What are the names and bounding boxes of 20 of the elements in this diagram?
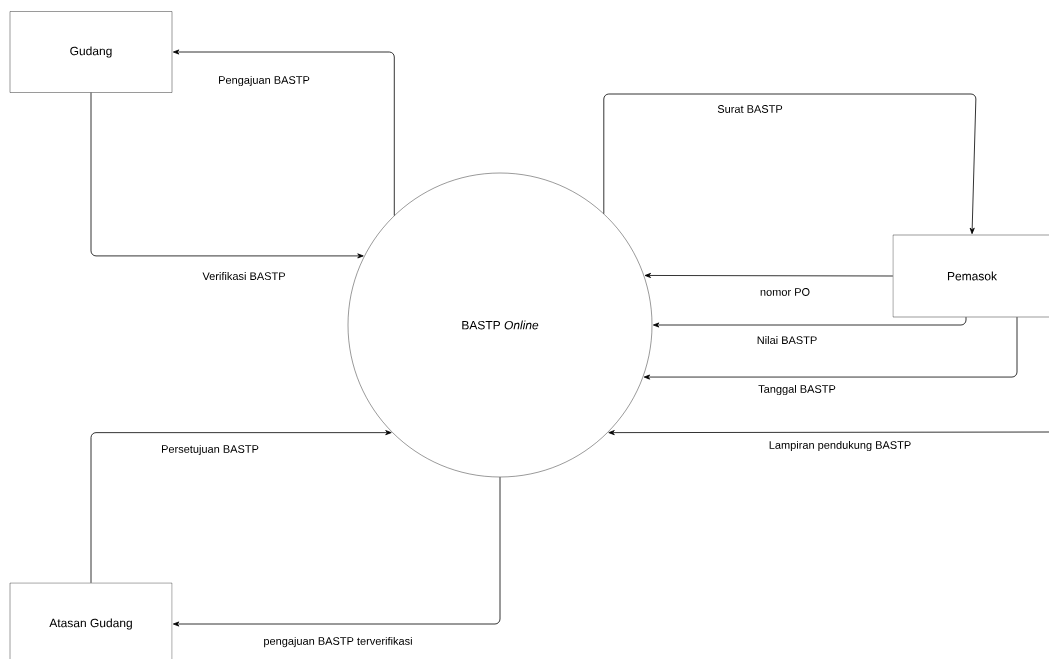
arrow <box>172 476 501 627</box>
edge-label: Lampiran pendukung BASTP <box>767 439 913 453</box>
edge-label: Nilai BASTP <box>755 334 819 346</box>
arrow <box>608 430 1049 436</box>
entity-box: Gudang <box>9 11 173 93</box>
edge-label: nomor PO <box>758 287 812 297</box>
arrow <box>90 430 392 584</box>
edge-label: Tanggal BASTP <box>757 383 837 397</box>
arrow <box>172 49 395 216</box>
edge-label: Persetujuan BASTP <box>160 443 260 457</box>
edge-label: Surat BASTP <box>716 104 784 114</box>
arrow <box>643 316 1018 380</box>
edge-label: Pengajuan BASTP <box>217 74 311 88</box>
edge-label: pengajuan BASTP terverifikasi <box>262 635 414 649</box>
edge-label: Verifikasi BASTP <box>201 270 287 282</box>
entity-box: Atasan Gudang <box>9 582 173 659</box>
arrow <box>90 92 364 259</box>
arrow <box>644 272 894 278</box>
entity-box: Pemasok <box>892 234 1049 318</box>
arrow <box>603 93 977 235</box>
